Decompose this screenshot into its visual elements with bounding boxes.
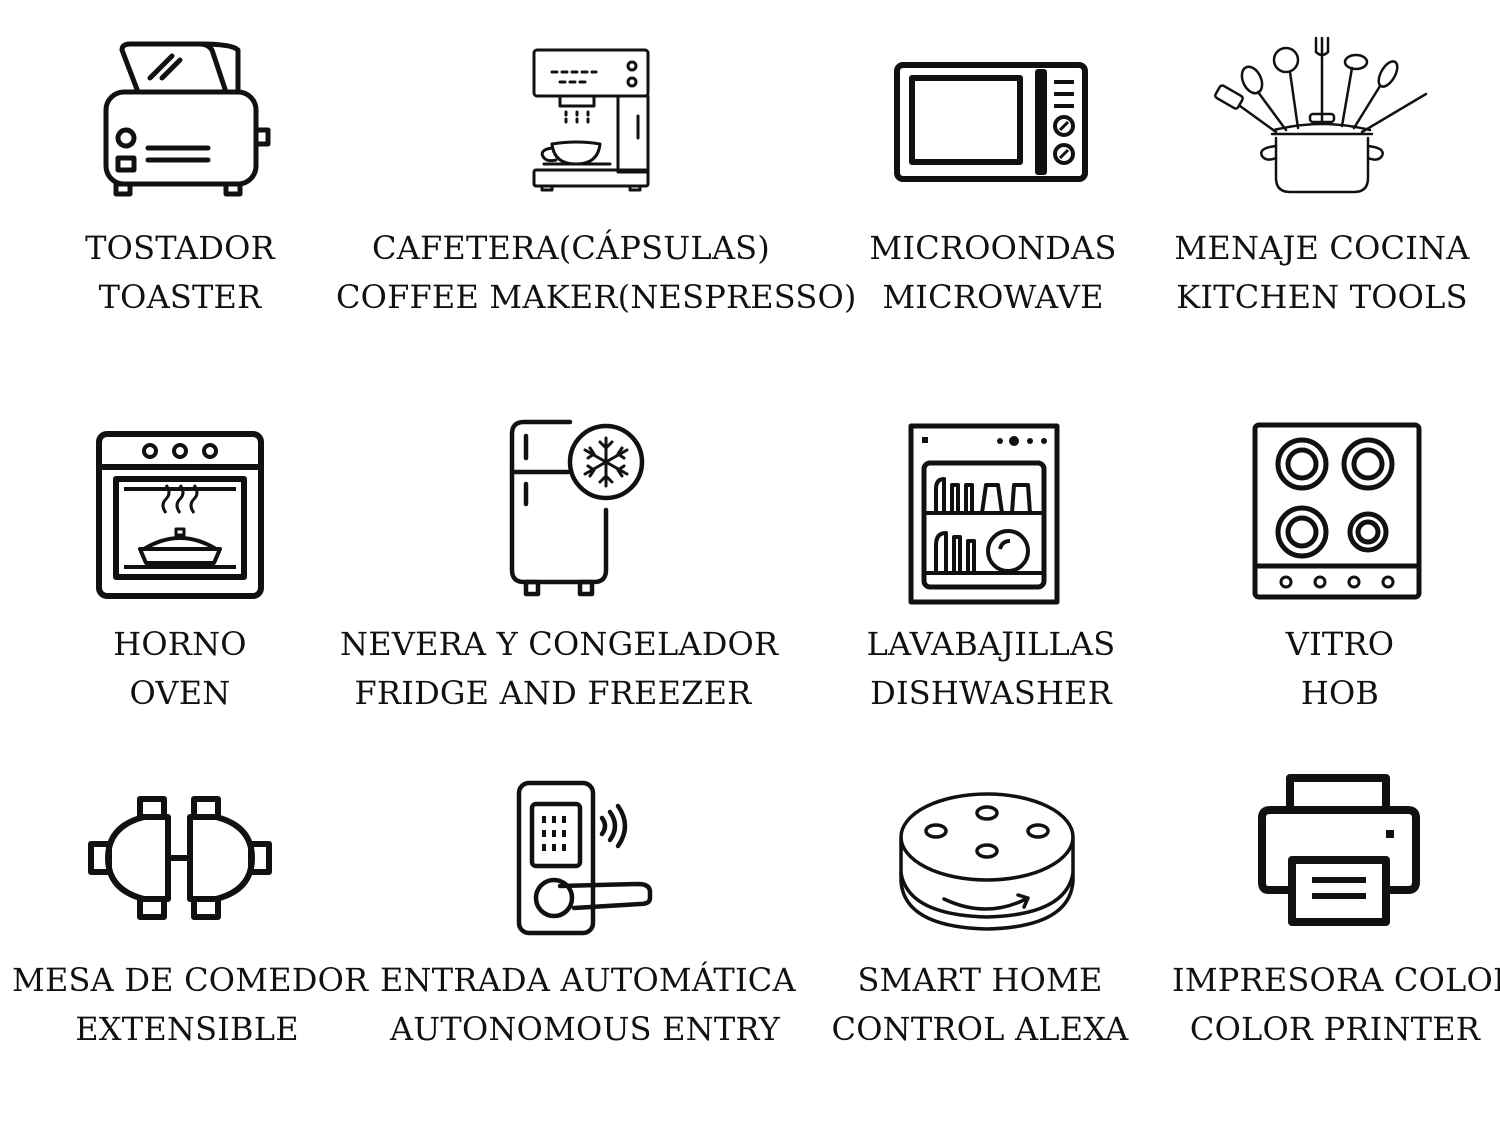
label-en: CONTROL ALEXA xyxy=(831,1010,1129,1048)
label-es: IMPRESORA COLOR xyxy=(1172,961,1500,999)
item-label-smart-speaker: SMART HOME CONTROL ALEXA xyxy=(830,956,1130,1054)
item-label-fridge-freezer: NEVERA Y CONGELADOR FRIDGE AND FREEZER xyxy=(340,620,779,718)
label-en: COLOR PRINTER xyxy=(1189,1010,1481,1048)
microwave-icon xyxy=(894,62,1088,182)
label-en: DISHWASHER xyxy=(870,674,1112,712)
label-es: MESA DE COMEDOR xyxy=(12,961,369,999)
label-es: CAFETERA(CÁPSULAS) xyxy=(372,229,770,267)
label-es: HORNO xyxy=(113,625,247,663)
label-es: LAVABAJILLAS xyxy=(866,625,1116,663)
item-label-dishwasher: LAVABAJILLAS DISHWASHER xyxy=(840,620,1142,718)
label-es: TOSTADOR xyxy=(85,229,275,267)
item-label-dining-table: MESA DE COMEDOR EXTENSIBLE xyxy=(12,956,369,1054)
toaster-icon xyxy=(100,40,272,197)
label-es: VITRO xyxy=(1285,625,1395,663)
item-label-hob: VITRO HOB xyxy=(1190,620,1490,718)
label-es: NEVERA Y CONGELADOR xyxy=(340,625,779,663)
fridge-freezer-icon xyxy=(508,418,645,598)
item-label-toaster: TOSTADOR TOASTER xyxy=(30,224,330,322)
label-en: KITCHEN TOOLS xyxy=(1176,278,1468,316)
item-label-printer: IMPRESORA COLOR COLOR PRINTER xyxy=(1172,956,1500,1054)
item-label-oven: HORNO OVEN xyxy=(30,620,330,718)
hob-icon xyxy=(1252,422,1422,600)
smart-lock-icon xyxy=(516,780,656,938)
label-en: HOB xyxy=(1300,674,1380,712)
kitchen-tools-icon xyxy=(1212,34,1430,196)
label-en: AUTONOMOUS ENTRY xyxy=(389,1010,781,1048)
label-en: COFFEE MAKER(NESPRESSO) xyxy=(336,278,857,316)
dining-table-icon xyxy=(88,796,272,920)
label-en: TOASTER xyxy=(98,278,262,316)
label-es: ENTRADA AUTOMÁTICA xyxy=(380,961,796,999)
label-es: SMART HOME xyxy=(857,961,1103,999)
label-es: MICROONDAS xyxy=(869,229,1117,267)
item-label-smart-lock: ENTRADA AUTOMÁTICA AUTONOMOUS ENTRY xyxy=(380,956,796,1054)
printer-icon xyxy=(1256,772,1422,928)
dishwasher-icon xyxy=(908,423,1060,605)
item-label-coffee-maker: CAFETERA(CÁPSULAS) COFFEE MAKER(NESPRESS… xyxy=(336,224,857,322)
label-en: OVEN xyxy=(129,674,231,712)
item-label-kitchen-tools: MENAJE COCINA KITCHEN TOOLS xyxy=(1170,224,1474,322)
item-label-microwave: MICROONDAS MICROWAVE xyxy=(840,224,1146,322)
smart-speaker-icon xyxy=(898,791,1076,933)
oven-icon xyxy=(96,431,264,599)
coffee-maker-icon xyxy=(530,46,652,192)
label-en: EXTENSIBLE xyxy=(75,1010,299,1048)
label-es: MENAJE COCINA xyxy=(1174,229,1470,267)
label-en: FRIDGE AND FREEZER xyxy=(354,674,752,712)
label-en: MICROWAVE xyxy=(882,278,1104,316)
